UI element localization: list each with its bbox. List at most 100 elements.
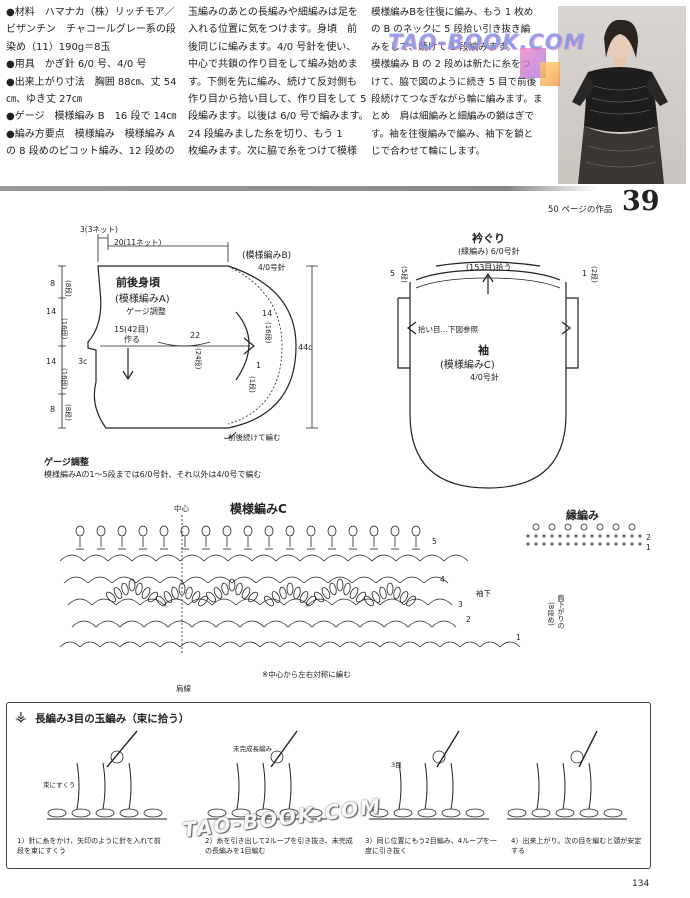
puff-stitch <box>279 586 287 600</box>
base-arc <box>199 641 221 648</box>
base-arc <box>159 641 181 648</box>
puff-stitch <box>356 591 366 603</box>
base-arc <box>359 641 381 648</box>
picot-symbol <box>243 525 253 537</box>
sleeve-under-label: 袖下 <box>476 589 491 598</box>
pattern-c-title: 模様編みC <box>230 502 287 516</box>
right-dim-label: 14 <box>262 309 272 318</box>
row-number: 4 <box>440 575 445 584</box>
sleeve-needle: 4/0号針 <box>470 372 499 382</box>
chain-loop <box>231 808 251 818</box>
collar-arc <box>435 261 541 267</box>
puff-stitch <box>271 591 281 603</box>
picot-symbol <box>306 525 316 537</box>
chain-arc <box>327 576 353 584</box>
puff-stitch <box>349 587 359 599</box>
chain-loop <box>531 808 551 818</box>
puff-stitch <box>185 586 193 600</box>
text-line: ●用具 かぎ針 6/0 号、4/0 号 <box>6 59 147 71</box>
puff-stitch <box>235 582 243 596</box>
left-c-label: 3c <box>78 357 88 366</box>
puff-stitch <box>241 587 251 599</box>
right-edge <box>565 282 579 369</box>
puff-stitch <box>228 578 236 592</box>
chain-arc <box>375 576 401 584</box>
text-line: 玉編みのあとの長編みや細編みは足を <box>188 7 358 18</box>
chain-arc <box>403 598 429 606</box>
chain-loop <box>555 808 575 818</box>
chain-loop <box>119 808 139 818</box>
shoulder-label: 肩線 <box>176 684 191 693</box>
puff-stitch <box>406 595 416 607</box>
instruction-illustrations <box>47 730 627 820</box>
puff-stitch <box>393 586 401 600</box>
left-rows: (5段) <box>400 266 409 283</box>
chain-arc <box>187 598 213 606</box>
right-dim: 1 <box>582 269 587 278</box>
instruction-box: ⚶ 長編み3目の玉編み（束に拾う） 束にすくう 未完成長編み 3目 1）針に糸を… <box>6 702 651 869</box>
pickup-vertical-label-2: 肩下がりの <box>557 594 565 629</box>
chain-arc <box>307 598 333 606</box>
base-arc <box>279 641 301 648</box>
chain-arc <box>183 576 209 584</box>
needle-b-label: 4/0号針 <box>258 262 286 272</box>
sleeve-title: 袖 <box>478 343 489 357</box>
yarn-loop <box>432 750 446 764</box>
chain-loop <box>507 808 527 818</box>
puff-stitch <box>329 582 337 596</box>
chain-loop <box>417 808 437 818</box>
dim-label: 14 <box>46 307 56 316</box>
chain-arc <box>279 576 305 584</box>
puff-stitch <box>364 595 374 607</box>
base-arc <box>419 641 441 648</box>
edging-row-number: 1 <box>646 543 651 552</box>
down-arrow <box>122 348 134 381</box>
chain-arc <box>239 620 265 628</box>
chain-arc <box>427 598 453 606</box>
row-number: 5 <box>432 537 437 546</box>
edging-picot <box>548 523 556 531</box>
collar-line <box>415 269 561 281</box>
base-arc <box>479 641 501 648</box>
chain-arc <box>275 554 301 562</box>
chain-arc <box>407 620 433 628</box>
puff-stitch <box>379 586 387 600</box>
stitch-post <box>262 762 266 810</box>
chain-arc <box>67 598 93 606</box>
sleeve-subtitle: (模様編みC) <box>440 358 495 371</box>
picot-symbol <box>390 525 400 537</box>
puff-stitch <box>191 591 201 603</box>
body-subtitle: (模様編みA) <box>115 292 170 305</box>
hook <box>270 730 298 768</box>
height-dimension <box>306 265 318 429</box>
stitch-post <box>450 762 454 810</box>
chain-loop <box>603 808 623 818</box>
yarn-loop <box>570 750 584 764</box>
base-arc <box>459 641 481 648</box>
chain-arc <box>287 620 313 628</box>
top-dimension-ticks <box>97 234 229 262</box>
step1-text: 1）針に糸をかけ、矢印のように針を入れて前段を束にすくう <box>17 837 161 855</box>
hook <box>578 730 598 768</box>
watermark-top: TAO-BOOK.COM <box>388 30 586 54</box>
text-line: ●ゲージ 模様編み B 16 段で 14㎝ <box>6 111 177 123</box>
chain-arc <box>283 598 309 606</box>
chain-loop <box>143 808 163 818</box>
puff-stitch <box>141 587 151 599</box>
picot-symbol <box>222 525 232 537</box>
stitch-post <box>288 762 292 810</box>
text-line: ビザンチン チャコールグレー系の段 <box>6 24 176 36</box>
dim-label: (16段) <box>60 318 69 340</box>
puff-stitch <box>206 591 216 603</box>
materials-column: ●材料 ハマナカ（株）リッチモア／ ビザンチン チャコールグレー系の段 染め（1… <box>6 4 184 161</box>
chain-arc <box>71 620 97 628</box>
chain-arc <box>63 576 89 584</box>
picot-symbol <box>180 525 190 537</box>
chain-arc <box>235 598 261 606</box>
gauge-adjust-title: ゲージ調整 <box>44 458 89 468</box>
puff-stitch <box>343 582 351 596</box>
header-bar <box>0 186 598 191</box>
text-line: 染め（11）190g＝8玉 <box>6 41 111 53</box>
finishing-column: 模様編みBを往復に編み、もう 1 枚め の B のネックに 5 段拾い引き抜き編… <box>371 4 553 161</box>
text-line: 模様編み B の 2 段めは新たに糸をつ <box>371 59 531 71</box>
